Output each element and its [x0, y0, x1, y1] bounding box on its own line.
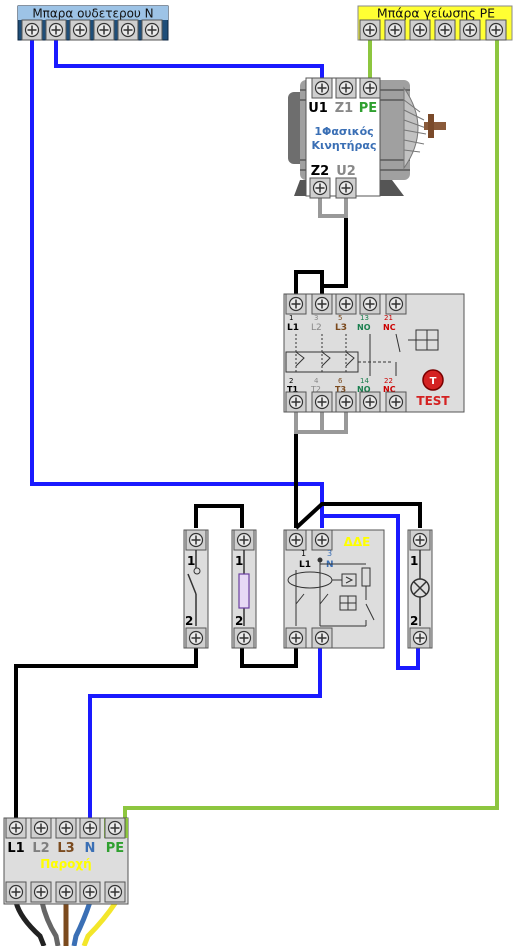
motor: U1 Z1 PE 1Φασικός Κινητήρας Z2 U2 — [288, 77, 446, 199]
supply-label-l1: L1 — [7, 841, 24, 856]
neutral-bar-title: Μπαρα ουδετερου Ν — [32, 7, 153, 21]
fuse-icon — [238, 573, 250, 609]
switch-bottom-number: 2 — [185, 614, 193, 628]
svg-text:T2: T2 — [310, 385, 321, 394]
neutral-wire-rcd-in — [30, 30, 324, 528]
neutral-wire-supply — [88, 640, 322, 826]
relay-top-1: 1 — [289, 314, 293, 322]
test-label: TEST — [416, 394, 450, 408]
rcd-n-number: 3 — [327, 549, 332, 558]
lamp-module: 1 2 — [407, 529, 433, 649]
svg-text:21: 21 — [384, 314, 393, 322]
fuse-top-number: 1 — [235, 554, 243, 568]
rcd-n-label: N — [326, 560, 334, 570]
motor-links — [294, 188, 348, 434]
supply-label-pe: PE — [106, 841, 124, 856]
motor-terminal-z1: Z1 — [335, 101, 353, 116]
svg-text:3: 3 — [314, 314, 318, 322]
phase-wire-fuse-rcd — [240, 640, 298, 668]
phase-wire-relay-bridge — [294, 270, 324, 298]
ground-bar: Μπάρα γείωσης PE — [357, 5, 513, 41]
svg-text:NO: NO — [357, 385, 371, 394]
svg-text:6: 6 — [338, 377, 343, 385]
motor-name-line2: Κινητήρας — [312, 139, 377, 152]
supply-label-n: N — [85, 841, 96, 856]
relay-top-l1: L1 — [287, 323, 299, 333]
svg-text:T1: T1 — [287, 385, 298, 394]
switch-module: 1 2 — [183, 529, 209, 649]
svg-text:22: 22 — [384, 377, 393, 385]
phase-wire-rcd-lamp — [294, 502, 422, 530]
svg-text:L2: L2 — [311, 323, 322, 333]
phase-wires — [14, 188, 422, 826]
neutral-wire-motor — [54, 30, 324, 86]
phase-wire-supply-switch — [14, 640, 198, 826]
lamp-top-number: 1 — [410, 554, 418, 568]
svg-text:NC: NC — [383, 385, 396, 394]
phase-wire-switch-fuse — [194, 504, 244, 528]
svg-text:T3: T3 — [335, 385, 346, 394]
fuse-bottom-number: 2 — [235, 614, 243, 628]
motor-terminal-u1: U1 — [308, 101, 328, 116]
svg-text:14: 14 — [360, 377, 369, 385]
supply-title: Παροχή — [40, 857, 91, 871]
svg-text:4: 4 — [314, 377, 319, 385]
fuse-module: 1 2 — [231, 529, 257, 649]
ground-bar-title: Μπάρα γείωσης PE — [377, 6, 495, 21]
test-button-label: T — [430, 376, 437, 387]
rcd: ΔΔΕ 1 L1 3 N — [283, 529, 385, 649]
svg-text:L3: L3 — [335, 323, 347, 333]
test-button[interactable] — [422, 369, 444, 391]
motor-terminal-z2: Z2 — [311, 164, 329, 179]
supply-block: L1 L2 L3 N PE Παροχή — [3, 817, 129, 946]
rcd-l1-number: 1 — [301, 549, 306, 558]
switch-top-number: 1 — [187, 554, 195, 568]
neutral-bar: Μπαρα ουδετερου Ν — [17, 5, 169, 41]
motor-terminal-u2: U2 — [336, 164, 356, 179]
supply-label-l3: L3 — [57, 841, 74, 856]
svg-text:NC: NC — [383, 323, 396, 332]
earth-wire-supply — [123, 32, 499, 826]
phase-wire-motor-relay — [320, 188, 348, 298]
svg-text:13: 13 — [360, 314, 369, 322]
rcd-title: ΔΔΕ — [344, 535, 371, 549]
supply-label-l2: L2 — [32, 841, 49, 856]
motor-name-line1: 1Φασικός — [314, 125, 373, 138]
svg-text:5: 5 — [338, 314, 342, 322]
neutral-wire-lamp — [320, 514, 420, 670]
lamp-bottom-number: 2 — [410, 614, 418, 628]
svg-text:2: 2 — [289, 377, 293, 385]
overload-relay: 1 L1 3 L2 5 L3 13 NO 21 NC 2 T1 — [283, 293, 465, 413]
motor-terminal-pe: PE — [359, 101, 377, 116]
rcd-l1-label: L1 — [299, 560, 311, 570]
svg-text:NO: NO — [357, 323, 371, 332]
